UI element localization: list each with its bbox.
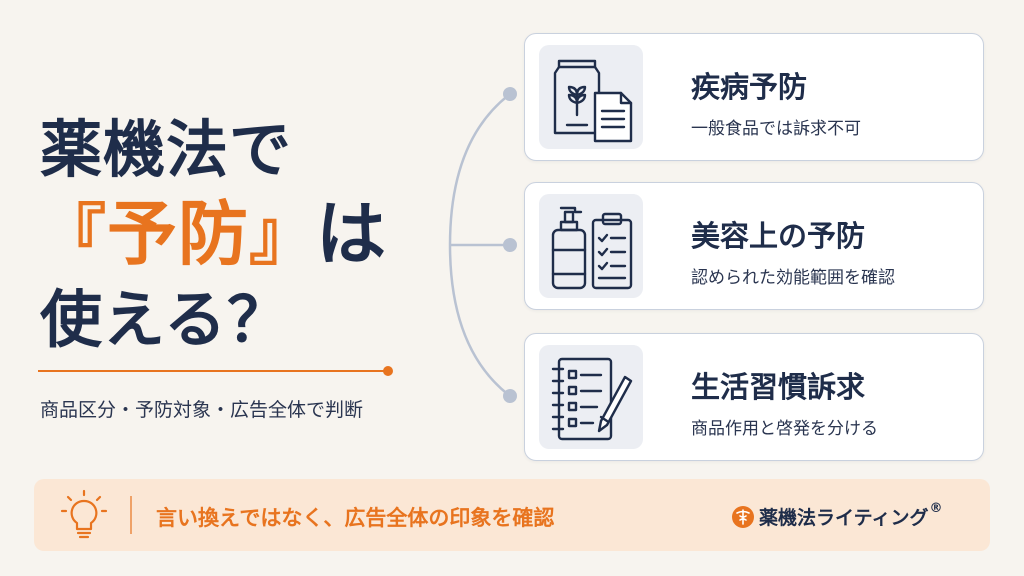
headline-particle: は	[316, 193, 387, 275]
headline-accent-word: 予防	[107, 193, 249, 275]
subtitle: 商品区分・予防対象・広告全体で判断	[40, 399, 364, 421]
registered-mark: ®	[929, 501, 943, 516]
notebook-pen-icon	[539, 345, 643, 449]
card-title: 疾病予防	[691, 70, 808, 104]
food-package-document-icon	[539, 45, 643, 149]
title-divider	[38, 370, 390, 372]
brand-name: 薬機法ライティング	[759, 507, 929, 529]
tip-banner: 言い換えではなく、広告全体の印象を確認 薬機法ライティング ®	[34, 479, 990, 551]
tip-text: 言い換えではなく、広告全体の印象を確認	[156, 506, 555, 530]
headline-open-bracket: 『	[40, 197, 107, 274]
card-description: 認められた効能範囲を確認	[691, 268, 895, 288]
connector-curve	[448, 87, 517, 403]
caduceus-icon	[732, 505, 754, 528]
card-title: 生活習慣訴求	[691, 370, 866, 404]
card-title: 美容上の予防	[691, 219, 866, 253]
pump-bottle-checklist-icon	[539, 194, 643, 298]
card-beauty-prevention: 美容上の予防 認められた効能範囲を確認	[524, 182, 984, 310]
brand-logo: 薬機法ライティング ®	[732, 501, 943, 530]
card-description: 商品作用と啓発を分ける	[691, 419, 878, 439]
headline: 薬機法で 『予防』は 使える？	[40, 108, 420, 362]
headline-line-2: 『予防』は	[40, 192, 420, 278]
title-divider-dot	[383, 366, 393, 376]
headline-line-1: 薬機法で	[40, 113, 293, 186]
card-description: 一般食品では訴求不可	[691, 119, 861, 139]
headline-line-3: 使える？	[40, 283, 291, 356]
card-disease-prevention: 疾病予防 一般食品では訴求不可	[524, 33, 984, 161]
banner-separator	[130, 496, 132, 534]
headline-close-bracket: 』	[249, 197, 316, 274]
lightbulb-icon	[60, 489, 108, 539]
card-lifestyle-claim: 生活習慣訴求 商品作用と啓発を分ける	[524, 333, 984, 461]
